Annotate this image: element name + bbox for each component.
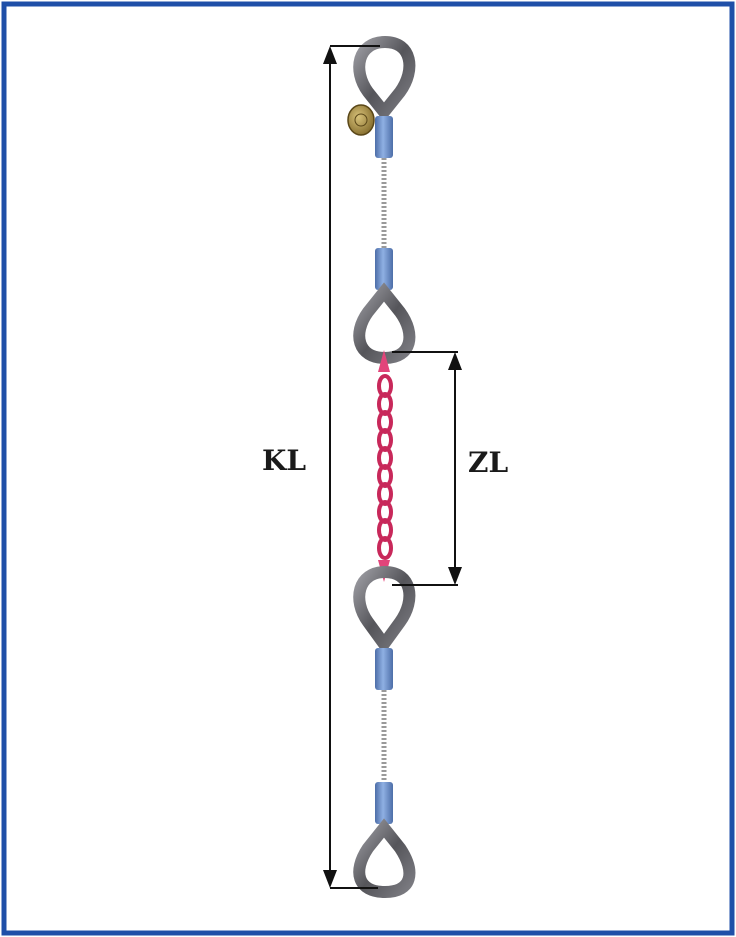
kl-label: KL: [262, 444, 306, 477]
bottom-eye-thimble: [353, 818, 416, 899]
top-ferrule: [375, 116, 393, 158]
upper-mid-ferrule: [375, 248, 393, 290]
top-eye-thimble: [353, 35, 416, 122]
bottom-ferrule: [375, 782, 393, 824]
upper-mid-eye-thimble: [353, 282, 416, 365]
zl-label: ZL: [468, 446, 508, 479]
kl-dimension: [323, 45, 380, 889]
lower-mid-ferrule: [375, 648, 393, 690]
zl-dimension: [392, 351, 462, 586]
tag-icon: [347, 104, 375, 136]
lower-mid-eye-thimble: [353, 565, 416, 655]
chain-section: [377, 350, 393, 582]
